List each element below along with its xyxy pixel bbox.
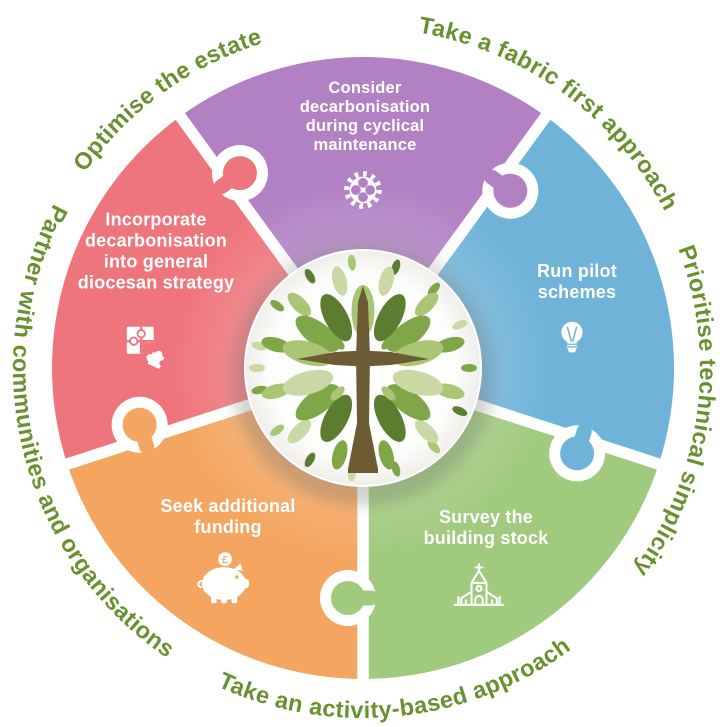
church-icon bbox=[450, 562, 508, 614]
segment-label-diocesan-strategy: Incorporate decarbonisation into general… bbox=[77, 209, 235, 292]
tree-cross-logo bbox=[249, 254, 477, 482]
gear-icon bbox=[340, 167, 386, 213]
knob-cyclical-maintenance bbox=[482, 162, 539, 219]
logo-cross-trunk bbox=[297, 286, 429, 473]
knob-additional-funding bbox=[111, 396, 168, 455]
knob-survey-building-stock bbox=[320, 570, 379, 626]
segment-label-pilot-schemes: Run pilot schemes bbox=[537, 261, 617, 302]
segment-label-cyclical-maintenance: Consider decarbonisation during cyclical… bbox=[299, 78, 431, 155]
lightbulb-icon bbox=[555, 319, 589, 361]
knob-pilot-schemes bbox=[549, 423, 606, 482]
logo-leaves bbox=[249, 254, 477, 482]
segment-label-additional-funding: Seek additional funding bbox=[160, 496, 296, 537]
piggy-bank-icon: £ bbox=[194, 550, 256, 605]
knob-diocesan-strategy bbox=[211, 145, 268, 202]
svg-text:£: £ bbox=[222, 555, 228, 566]
puzzle-knobs bbox=[111, 145, 606, 626]
puzzle-icon bbox=[124, 324, 176, 376]
segment-label-survey-building-stock: Survey the building stock bbox=[423, 507, 549, 548]
